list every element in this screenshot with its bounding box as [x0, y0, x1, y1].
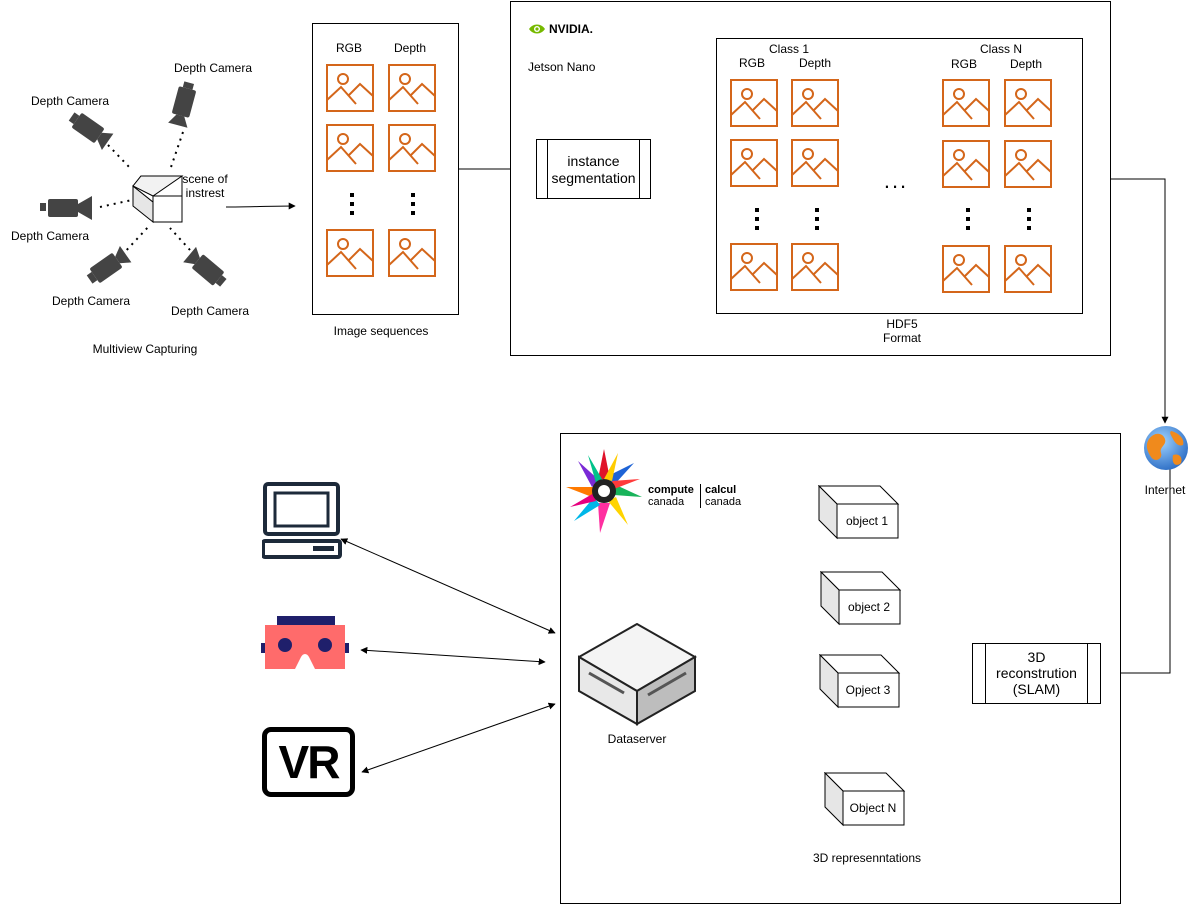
vr-badge-icon: VR: [262, 727, 355, 797]
column-header-rgb: RGB: [335, 41, 363, 55]
camera-label: Depth Camera: [170, 304, 250, 318]
object-label: Object N: [849, 801, 897, 815]
camera-icon: [86, 246, 132, 284]
classN-header: Class N: [979, 42, 1023, 56]
camera-icon: [40, 196, 92, 220]
column-header-depth: Depth: [393, 41, 427, 55]
globe-icon: [1144, 426, 1188, 470]
vr-headset-icon: [261, 616, 349, 669]
device-name: Jetson Nano: [528, 60, 596, 74]
arrow-internet-to-reconstruction: [1102, 469, 1171, 677]
image-placeholder-icon: [326, 229, 374, 277]
vertical-ellipsis-icon: [966, 208, 970, 230]
vertical-ellipsis-icon: [755, 208, 759, 230]
image-placeholder-icon: [326, 124, 374, 172]
image-placeholder-icon: [388, 124, 436, 172]
object-cube-icon: [824, 772, 906, 827]
object-label: object 2: [847, 600, 891, 614]
image-placeholder-icon: [730, 79, 778, 127]
image-sequences-caption: Image sequences: [333, 324, 429, 338]
logo-compute: compute: [648, 484, 694, 496]
image-placeholder-icon: [730, 139, 778, 187]
vertical-ellipsis-icon: [350, 193, 354, 215]
vertical-ellipsis-icon: [411, 193, 415, 215]
image-placeholder-icon: [791, 139, 839, 187]
image-placeholder-icon: [942, 140, 990, 188]
image-placeholder-icon: [1004, 79, 1052, 127]
compute-canada-logo-icon: [566, 449, 642, 533]
scene-label: scene of instrest: [182, 172, 228, 200]
object-cube-icon: [818, 485, 900, 540]
multiview-caption: Multiview Capturing: [92, 342, 198, 356]
arrow-scene-to-sequences: [225, 202, 296, 210]
object-label: Opject 3: [845, 683, 891, 697]
nvidia-eye-icon: [529, 24, 545, 34]
vertical-ellipsis-icon: [815, 208, 819, 230]
server-icon: [578, 623, 697, 726]
classes-ellipsis: ...: [883, 168, 909, 193]
multiview-diagram: [40, 81, 227, 287]
logo-calcul: calcul: [705, 484, 737, 496]
column-header-rgb: RGB: [950, 57, 978, 71]
image-placeholder-icon: [1004, 140, 1052, 188]
object-label: object 1: [845, 514, 889, 528]
instance-segmentation-label: instance segmentation: [551, 153, 636, 186]
object-cube-icon: [819, 654, 901, 709]
arrow-nvidia-to-internet: [1111, 178, 1169, 424]
image-placeholder-icon: [326, 64, 374, 112]
object-cube-icon: [820, 571, 902, 626]
arrow-headset-dataserver: [360, 646, 546, 666]
column-header-rgb: RGB: [738, 56, 766, 70]
nvidia-logo-text: NVIDIA.: [549, 22, 594, 36]
scene-cube: [132, 175, 184, 224]
logo-divider: [700, 484, 701, 508]
internet-label: Internet: [1144, 483, 1186, 497]
hdf5-format-label: HDF5 Format: [882, 317, 922, 345]
representations-caption: 3D represenntations: [812, 851, 922, 865]
column-header-depth: Depth: [1009, 57, 1043, 71]
logo-canada-fr: canada: [705, 496, 742, 508]
vertical-ellipsis-icon: [1027, 208, 1031, 230]
column-header-depth: Depth: [798, 56, 832, 70]
camera-label: Depth Camera: [10, 229, 90, 243]
vr-badge-text: VR: [278, 736, 341, 788]
camera-label: Depth Camera: [173, 61, 253, 75]
computer-icon: [262, 482, 342, 559]
dataserver-label: Dataserver: [607, 732, 667, 746]
reconstruction-box: 3D reconstrution (SLAM): [972, 643, 1101, 704]
image-placeholder-icon: [942, 245, 990, 293]
image-placeholder-icon: [388, 229, 436, 277]
reconstruction-label: 3D reconstrution (SLAM): [996, 649, 1077, 697]
camera-icon: [183, 246, 227, 287]
camera-label: Depth Camera: [51, 294, 131, 308]
image-placeholder-icon: [791, 243, 839, 291]
image-placeholder-icon: [730, 243, 778, 291]
class1-header: Class 1: [768, 42, 810, 56]
camera-icon: [168, 81, 196, 128]
instance-segmentation-box: instance segmentation: [536, 139, 651, 199]
logo-canada-en: canada: [648, 496, 685, 508]
arrow-vr-dataserver: [361, 702, 556, 774]
image-placeholder-icon: [942, 79, 990, 127]
image-placeholder-icon: [791, 79, 839, 127]
image-placeholder-icon: [1004, 245, 1052, 293]
arrow-computer-dataserver: [340, 538, 556, 634]
image-placeholder-icon: [388, 64, 436, 112]
camera-icon: [68, 112, 114, 150]
camera-label: Depth Camera: [30, 94, 110, 108]
